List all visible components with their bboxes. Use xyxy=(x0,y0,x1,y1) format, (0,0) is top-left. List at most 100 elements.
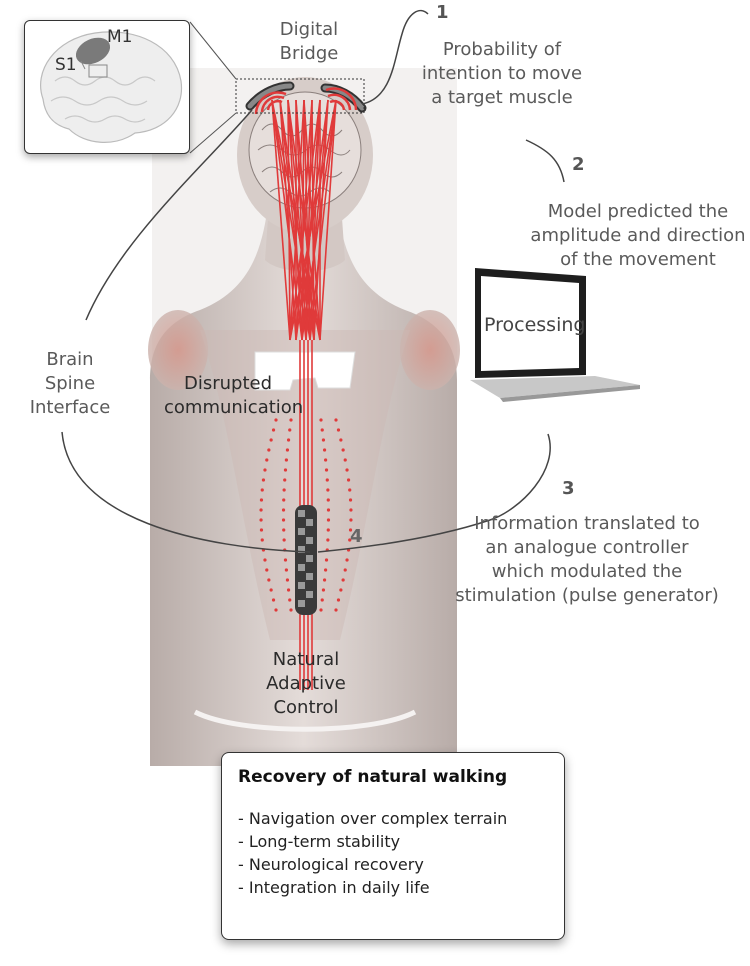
stimulation-dot xyxy=(339,588,343,592)
stimulation-dot xyxy=(341,578,345,582)
stimulation-dots xyxy=(259,418,353,612)
stimulation-dot xyxy=(286,438,291,442)
nerve-fiber xyxy=(301,99,321,341)
nerve-fiber xyxy=(271,99,291,341)
summary-item: - Long-term stability xyxy=(238,832,401,851)
stimulation-dot xyxy=(348,528,353,532)
step-2-number: 2 xyxy=(572,154,585,175)
stimulation-dot xyxy=(326,528,330,532)
stimulation-dot xyxy=(326,518,331,522)
implant-electrode xyxy=(306,591,313,598)
processing-label: Processing xyxy=(484,314,586,336)
nerve-fibers xyxy=(271,99,337,690)
stimulation-dot xyxy=(283,468,288,472)
disrupted-patch xyxy=(254,351,356,391)
stimulation-dot xyxy=(286,588,291,592)
back-shading xyxy=(200,330,300,640)
stimulation-dot xyxy=(336,598,341,602)
waistband xyxy=(193,709,417,732)
stimulation-dot xyxy=(336,428,341,432)
step-1-text: Probability of intention to move a targe… xyxy=(421,39,583,108)
stimulation-dot xyxy=(349,518,353,522)
stimulation-dot xyxy=(326,508,331,512)
stimulation-dot xyxy=(260,488,264,492)
stimulation-dot xyxy=(284,458,288,462)
stimulation-dot xyxy=(265,568,269,572)
implant-electrode xyxy=(298,510,305,517)
nerve-fiber xyxy=(295,99,313,341)
stimulation-dot xyxy=(322,448,327,452)
stimulation-dot xyxy=(271,428,276,432)
stimulation-dot xyxy=(281,518,286,522)
stimulation-dot xyxy=(348,498,353,502)
digital-bridge-label: Digital Bridge xyxy=(279,19,339,64)
stimulation-dot xyxy=(345,468,349,472)
stimulation-dot xyxy=(324,458,328,462)
nerve-fiber xyxy=(301,99,305,341)
stimulation-dot xyxy=(334,608,338,612)
stimulation-dot xyxy=(259,528,264,532)
stimulation-dot xyxy=(343,458,347,462)
stimulation-dot xyxy=(271,598,276,602)
stimulation-dot xyxy=(274,418,278,422)
step-4-number: 4 xyxy=(350,526,363,547)
implant-electrode xyxy=(298,528,305,535)
implant-electrode xyxy=(306,555,313,562)
stimulation-dot xyxy=(282,498,286,502)
nerve-fiber xyxy=(309,99,337,341)
stimulation-dot xyxy=(283,478,287,482)
stimulation-dot xyxy=(288,598,292,602)
stimulation-dot xyxy=(324,558,329,562)
stimulation-dot xyxy=(267,448,271,452)
zoom-line-top xyxy=(189,21,237,80)
stimulation-dot xyxy=(283,558,288,562)
brain-inset: M1 S1 xyxy=(24,20,190,154)
summary-item: - Integration in daily life xyxy=(238,878,430,897)
implant-electrode xyxy=(306,519,313,526)
stimulation-dot xyxy=(326,498,330,502)
stimulation-dot xyxy=(282,488,286,492)
right-deltoid xyxy=(400,310,460,390)
summary-item: - Navigation over complex terrain xyxy=(238,809,508,828)
stimulation-dot xyxy=(265,458,269,462)
summary-title: Recovery of natural walking xyxy=(238,767,508,787)
nerve-fiber xyxy=(289,99,337,341)
stimulation-dot xyxy=(259,508,263,512)
implant-electrode xyxy=(298,600,305,607)
stimulation-dot xyxy=(343,568,347,572)
connector-lines xyxy=(61,9,565,553)
stimulation-dot xyxy=(289,418,293,422)
nerve-fiber xyxy=(305,99,329,341)
stimulation-dot xyxy=(324,468,329,472)
nerve-fiber xyxy=(287,99,291,341)
stimulation-dot xyxy=(322,578,327,582)
electrode-outline xyxy=(88,64,108,78)
stimulation-dot xyxy=(260,538,264,542)
stimulation-dot xyxy=(346,478,351,482)
stimulation-dot xyxy=(282,538,286,542)
laptop xyxy=(470,268,640,402)
stimulation-dot xyxy=(282,528,286,532)
stimulation-dot xyxy=(285,448,290,452)
stimulation-dot xyxy=(325,478,329,482)
stimulation-dot xyxy=(269,588,273,592)
stimulation-dot xyxy=(345,558,349,562)
zoom-line-bottom xyxy=(189,112,237,154)
implant-electrode xyxy=(298,582,305,589)
implant-electrode xyxy=(306,537,313,544)
nerve-fiber xyxy=(313,99,329,341)
step-3-text: Information translated to an analogue co… xyxy=(455,513,719,606)
implant-electrode xyxy=(298,564,305,571)
summary-list: - Navigation over complex terrain - Long… xyxy=(238,807,548,899)
left-head-electrode-inner xyxy=(247,83,293,109)
stimulation-dot xyxy=(267,578,271,582)
left-deltoid xyxy=(148,310,208,390)
stimulation-dot xyxy=(274,608,278,612)
stimulation-dot xyxy=(319,608,323,612)
stimulation-dot xyxy=(348,538,352,542)
stimulation-dot xyxy=(326,488,330,492)
nerve-fiber xyxy=(309,99,321,341)
stimulation-dot xyxy=(341,448,345,452)
